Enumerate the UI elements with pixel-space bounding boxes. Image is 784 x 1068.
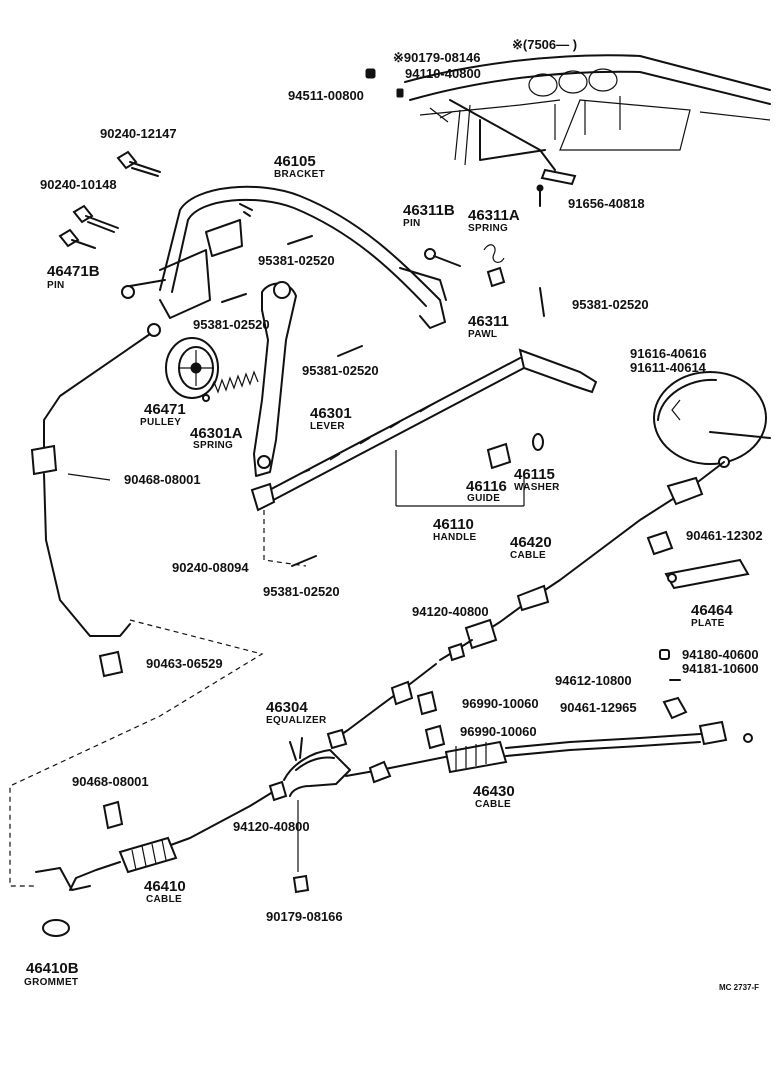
label-l20: PAWL — [468, 329, 497, 340]
label-l27: LEVER — [310, 421, 345, 432]
label-l37: 90240-08094 — [172, 560, 249, 575]
dashboard-illustration — [404, 54, 771, 186]
label-l18: 95381-02520 — [302, 363, 379, 378]
cable-46430 — [444, 720, 753, 774]
label-l53: 96990-10060 — [460, 724, 537, 739]
label-l60: 90179-08166 — [266, 909, 343, 924]
label-l39: CABLE — [510, 550, 546, 561]
spring-46301a — [202, 370, 259, 402]
label-l46: 94180-40600 — [682, 647, 759, 662]
label-l40: 90461-12302 — [686, 528, 763, 543]
label-l43: PLATE — [691, 618, 725, 629]
label-l25: SPRING — [193, 440, 233, 451]
clips-96990-10060 — [416, 690, 446, 750]
label-l11: 46311B — [403, 202, 455, 219]
nut-94120-40800-upper — [447, 642, 466, 662]
label-l19: 46311 — [468, 313, 509, 330]
label-l28: 91616-40616 — [630, 346, 707, 361]
label-l50: 90461-12965 — [560, 700, 637, 715]
label-l17: 95381-02520 — [193, 317, 270, 332]
right-nuts — [659, 649, 688, 720]
label-l09: 46471B — [47, 263, 100, 280]
label-l44: 94120-40800 — [412, 604, 489, 619]
label-l26: 46301 — [310, 405, 352, 422]
label-l59: CABLE — [146, 894, 182, 905]
label-l13: 46311A — [468, 207, 520, 224]
dashed-leaders — [9, 510, 307, 887]
equalizer-46304 — [283, 663, 461, 797]
label-l22: 46471 — [144, 401, 186, 418]
label-l62: GROMMET — [24, 977, 78, 988]
label-l52: EQUALIZER — [266, 715, 327, 726]
diagram-artwork — [9, 54, 771, 937]
bolt-90240-12147 — [116, 150, 161, 177]
label-l02: ※(7506— ) — [512, 37, 577, 52]
label-l30: 90468-08001 — [124, 472, 201, 487]
label-l06: 46105 — [274, 153, 316, 170]
label-l57: 94120-40800 — [233, 819, 310, 834]
label-l31: 46115 — [514, 466, 555, 483]
label-l21: 95381-02520 — [572, 297, 649, 312]
bolt-90240-10148 — [72, 204, 119, 233]
label-l08: 90240-10148 — [40, 177, 117, 192]
label-l38: 46420 — [510, 534, 552, 551]
label-l49: 96990-10060 — [462, 696, 539, 711]
label-l07: BRACKET — [274, 169, 325, 180]
label-l51: 46304 — [266, 699, 308, 716]
backing-plate — [653, 371, 771, 468]
label-l54: 46430 — [473, 783, 515, 800]
label-l05: 90240-12147 — [100, 126, 177, 141]
label-l01: ※90179-08146 — [393, 50, 481, 65]
cable-46410 — [35, 780, 310, 894]
label-l42: 46464 — [691, 602, 733, 619]
lever-46301 — [253, 281, 297, 477]
label-l33: WASHER — [514, 482, 560, 493]
label-l04: 94511-00800 — [288, 88, 364, 103]
label-l56: 90468-08001 — [72, 774, 149, 789]
label-l35: 46110 — [433, 516, 474, 533]
guide-46116-washer-46115 — [486, 433, 544, 470]
cable-46420 — [439, 461, 725, 661]
label-l36: HANDLE — [433, 532, 476, 543]
pulley-46471 — [165, 337, 219, 399]
diagram-code: MC 2737-F — [719, 983, 759, 992]
bracket-46105 — [121, 185, 447, 329]
pin-46311b-spring-46311a — [424, 244, 506, 288]
label-l16: 95381-02520 — [258, 253, 335, 268]
label-l55: CABLE — [475, 799, 511, 810]
top-fasteners — [365, 68, 404, 98]
pin-46471b — [58, 228, 96, 249]
label-l58: 46410 — [144, 878, 186, 895]
clip-and-plate — [646, 530, 750, 590]
label-l32: 46116 — [466, 478, 507, 495]
screw-91656-40818 — [536, 184, 544, 207]
label-l03: 94110-40800 — [405, 66, 481, 81]
label-l15: 91656-40818 — [568, 196, 645, 211]
label-l24: 46301A — [190, 425, 243, 442]
label-l47: 94181-10600 — [682, 661, 759, 676]
cotter-pins — [221, 235, 545, 567]
label-l45: 90463-06529 — [146, 656, 223, 671]
part-labels: ※90179-08146 ※(7506— ) 94110-40800 94511… — [24, 37, 763, 992]
handle-46110 — [250, 348, 598, 512]
left-cable — [30, 323, 161, 937]
label-l14: SPRING — [468, 223, 508, 234]
label-l29: 91611-40614 — [630, 360, 707, 375]
label-l48: 94612-10800 — [555, 673, 632, 688]
label-l10: PIN — [47, 280, 65, 291]
label-l61: 46410B — [26, 960, 79, 977]
label-l23: PULLEY — [140, 417, 181, 428]
label-l41: 95381-02520 — [263, 584, 340, 599]
label-l12: PIN — [403, 218, 421, 229]
label-l34: GUIDE — [467, 493, 500, 504]
